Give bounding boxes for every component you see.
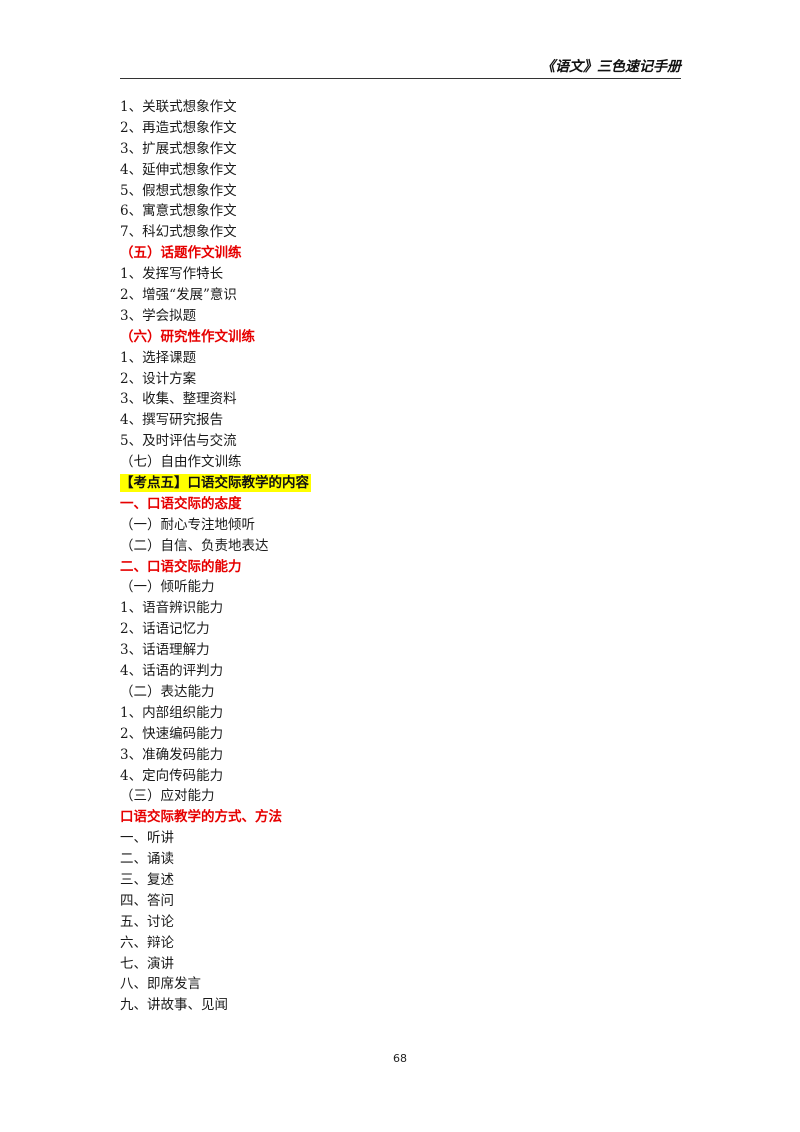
list-item: （七）自由作文训练 xyxy=(120,452,680,473)
list-item: 6、寓意式想象作文 xyxy=(120,201,680,222)
line-text: 二、诵读 xyxy=(120,851,174,868)
line-text: 三、复述 xyxy=(120,871,174,888)
line-text: 2、话语记忆力 xyxy=(120,621,210,638)
line-text: 一、听讲 xyxy=(120,830,174,847)
section-heading: 二、口语交际的能力 xyxy=(120,557,680,578)
list-item: 七、演讲 xyxy=(120,954,680,975)
list-item: 3、收集、整理资料 xyxy=(120,389,680,410)
section-heading: 一、口语交际的态度 xyxy=(120,494,680,515)
line-text: 4、话语的评判力 xyxy=(120,663,224,680)
line-text: 3、学会拟题 xyxy=(120,307,197,324)
list-item: 1、发挥写作特长 xyxy=(120,264,680,285)
line-text: 八、即席发言 xyxy=(120,976,201,993)
list-item: 一、听讲 xyxy=(120,828,680,849)
list-item: （二）自信、负责地表达 xyxy=(120,536,680,557)
list-item: 3、准确发码能力 xyxy=(120,745,680,766)
line-text: 四、答问 xyxy=(120,892,174,909)
line-text: 九、讲故事、见闻 xyxy=(120,997,228,1014)
list-item: 五、讨论 xyxy=(120,912,680,933)
page-number: 68 xyxy=(393,1052,407,1065)
list-item: 2、再造式想象作文 xyxy=(120,118,680,139)
line-text: 1、语音辨识能力 xyxy=(120,600,224,617)
list-item: 八、即席发言 xyxy=(120,974,680,995)
section-heading: （六）研究性作文训练 xyxy=(120,327,680,348)
list-item: 六、辩论 xyxy=(120,933,680,954)
line-text: （一）耐心专注地倾听 xyxy=(120,516,255,533)
header-title: 《语文》三色速记手册 xyxy=(541,59,681,75)
line-text: 五、讨论 xyxy=(120,913,174,930)
list-item: 四、答问 xyxy=(120,891,680,912)
line-text: 七、演讲 xyxy=(120,955,174,972)
line-text: 1、选择课题 xyxy=(120,349,197,366)
line-text: 2、设计方案 xyxy=(120,370,197,387)
page-content: 1、关联式想象作文 2、再造式想象作文 3、扩展式想象作文 4、延伸式想象作文 5、假想… xyxy=(120,97,680,1016)
line-text: 3、收集、整理资料 xyxy=(120,391,237,408)
list-item: 1、关联式想象作文 xyxy=(120,97,680,118)
list-item: （三）应对能力 xyxy=(120,786,680,807)
line-text: 4、延伸式想象作文 xyxy=(120,161,237,178)
line-text: （一）倾听能力 xyxy=(120,579,215,596)
line-text: 3、话语理解力 xyxy=(120,642,210,659)
line-text: （七）自由作文训练 xyxy=(120,454,242,471)
line-text: 5、及时评估与交流 xyxy=(120,433,237,450)
line-text: （六）研究性作文训练 xyxy=(120,328,255,345)
list-item: 4、话语的评判力 xyxy=(120,661,680,682)
list-item: 2、话语记忆力 xyxy=(120,619,680,640)
line-text: 二、口语交际的能力 xyxy=(120,558,242,575)
list-item: 二、诵读 xyxy=(120,849,680,870)
line-text: 6、寓意式想象作文 xyxy=(120,203,237,220)
line-text: 1、关联式想象作文 xyxy=(120,99,237,115)
line-text: 3、扩展式想象作文 xyxy=(120,140,237,157)
list-item: （一）倾听能力 xyxy=(120,577,680,598)
list-item: 4、撰写研究报告 xyxy=(120,410,680,431)
section-heading: 口语交际教学的方式、方法 xyxy=(120,807,680,828)
list-item: （二）表达能力 xyxy=(120,682,680,703)
line-text: 1、发挥写作特长 xyxy=(120,266,224,283)
page-header: 《语文》三色速记手册 xyxy=(120,58,681,79)
list-item: 7、科幻式想象作文 xyxy=(120,222,680,243)
list-item: 4、定向传码能力 xyxy=(120,766,680,787)
line-text: 口语交际教学的方式、方法 xyxy=(120,809,282,826)
list-item: 1、选择课题 xyxy=(120,348,680,369)
line-text: 4、定向传码能力 xyxy=(120,767,224,784)
line-text: 1、内部组织能力 xyxy=(120,704,224,721)
list-item: （一）耐心专注地倾听 xyxy=(120,515,680,536)
line-text: 5、假想式想象作文 xyxy=(120,182,237,199)
list-item: 2、增强“发展”意识 xyxy=(120,285,680,306)
line-text: （二）自信、负责地表达 xyxy=(120,537,269,554)
line-text: 3、准确发码能力 xyxy=(120,746,224,763)
list-item: 3、学会拟题 xyxy=(120,306,680,327)
line-text: 【考点五】口语交际教学的内容 xyxy=(120,474,311,493)
line-text: 2、增强“发展”意识 xyxy=(120,287,237,304)
list-item: 2、设计方案 xyxy=(120,369,680,390)
list-item: 3、话语理解力 xyxy=(120,640,680,661)
list-item: 5、假想式想象作文 xyxy=(120,181,680,202)
line-text: 2、再造式想象作文 xyxy=(120,119,237,136)
list-item: 九、讲故事、见闻 xyxy=(120,995,680,1016)
list-item: 4、延伸式想象作文 xyxy=(120,160,680,181)
line-text: （三）应对能力 xyxy=(120,788,215,805)
list-item: 5、及时评估与交流 xyxy=(120,431,680,452)
list-item: 1、语音辨识能力 xyxy=(120,598,680,619)
line-text: 六、辩论 xyxy=(120,934,174,951)
section-heading: （五）话题作文训练 xyxy=(120,243,680,264)
list-item: 1、内部组织能力 xyxy=(120,703,680,724)
list-item: 3、扩展式想象作文 xyxy=(120,139,680,160)
list-item: 三、复述 xyxy=(120,870,680,891)
line-text: （五）话题作文训练 xyxy=(120,245,242,262)
line-text: （二）表达能力 xyxy=(120,683,215,700)
line-text: 4、撰写研究报告 xyxy=(120,412,224,429)
line-text: 7、科幻式想象作文 xyxy=(120,224,237,241)
line-text: 2、快速编码能力 xyxy=(120,725,224,742)
list-item: 2、快速编码能力 xyxy=(120,724,680,745)
line-text: 一、口语交际的态度 xyxy=(120,495,242,512)
section-heading-highlight: 【考点五】口语交际教学的内容 xyxy=(120,473,680,494)
